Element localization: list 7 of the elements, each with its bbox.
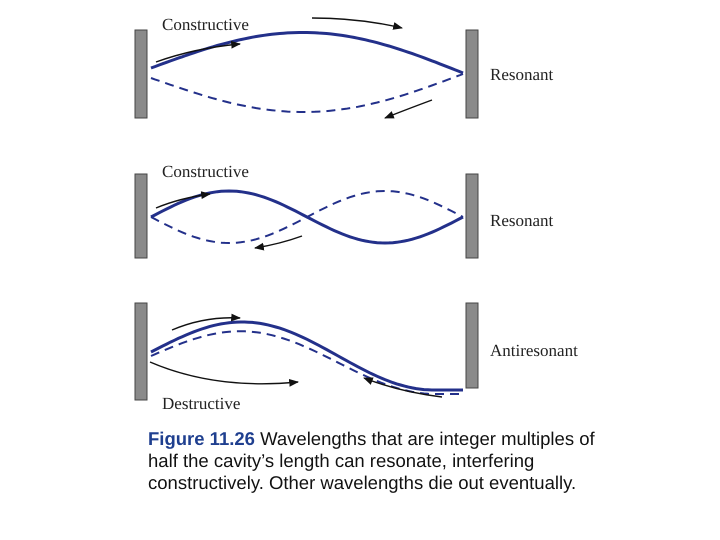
resonance-label: Resonant — [490, 212, 554, 229]
resonance-label: Resonant — [490, 66, 554, 83]
interference-label: Destructive — [162, 395, 240, 412]
interference-label: Constructive — [162, 16, 249, 33]
interference-label: Constructive — [162, 163, 249, 180]
figure-caption: Figure 11.26 Wavelengths that are integer multiples of half the cavity’s length can resonate, interfering constructively. Other wavelengths die out eventually. — [148, 428, 596, 495]
resonance-label: Antiresonant — [490, 342, 578, 359]
